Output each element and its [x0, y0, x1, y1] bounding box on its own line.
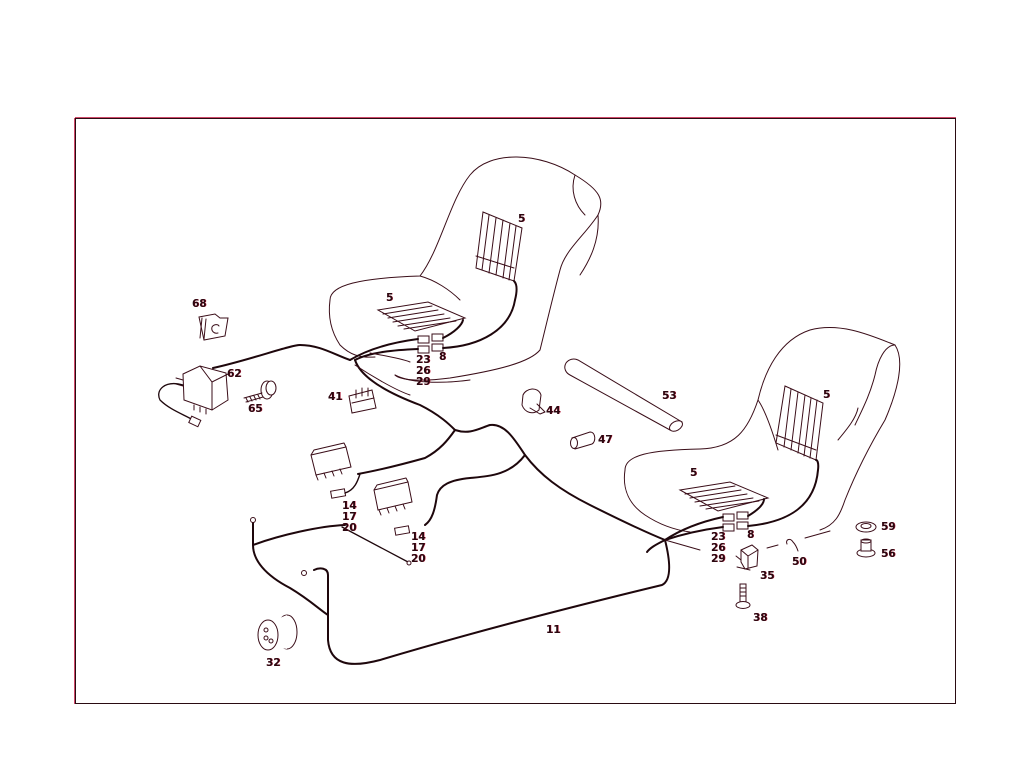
callout-stack-switch-2: 14 17 20	[411, 531, 426, 565]
part-35-bracket	[735, 544, 759, 571]
callout-5-cushion-right: 5	[690, 467, 698, 479]
diagram-frame	[75, 118, 956, 704]
part-47-sleeve	[570, 431, 596, 450]
callout-8-right: 8	[747, 529, 755, 541]
callout-65: 65	[248, 403, 263, 415]
callout-32: 32	[266, 657, 281, 669]
part-switch-2	[373, 477, 413, 536]
callout-38: 38	[753, 612, 768, 624]
callout-68: 68	[192, 298, 207, 310]
callout-44: 44	[546, 405, 561, 417]
part-switch-1	[310, 442, 361, 499]
part-59-washer	[855, 521, 877, 533]
callout-47: 47	[598, 434, 613, 446]
part-53-tube	[564, 358, 683, 432]
part-65-screw	[243, 380, 277, 403]
part-38-bolt	[735, 583, 751, 609]
callout-53: 53	[662, 390, 677, 402]
part-62-control-unit	[158, 365, 229, 428]
left-seat	[328, 156, 602, 383]
callout-stack-switch-1: 14 17 20	[342, 500, 357, 534]
callout-59: 59	[881, 521, 896, 533]
part-41-connector	[348, 387, 377, 414]
callout-5-backrest-right: 5	[823, 389, 831, 401]
callout-35: 35	[760, 570, 775, 582]
part-44-clip	[521, 388, 546, 415]
callout-5-cushion-left: 5	[386, 292, 394, 304]
callout-62: 62	[227, 368, 242, 380]
part-50-clip	[766, 530, 831, 552]
wiring-harness	[212, 344, 701, 665]
callout-11: 11	[546, 624, 561, 636]
callout-5-backrest-left: 5	[518, 213, 526, 225]
part-56-plug	[856, 538, 876, 558]
part-32-grommet	[257, 614, 298, 651]
callout-8-left: 8	[439, 351, 447, 363]
callout-stack-left-seat: 23 26 29	[416, 354, 431, 388]
callout-56: 56	[881, 548, 896, 560]
callout-stack-right-seat: 23 26 29	[711, 531, 726, 565]
callout-41: 41	[328, 391, 343, 403]
right-seat	[623, 327, 901, 541]
part-68-relay-clip	[198, 313, 229, 341]
callout-50: 50	[792, 556, 807, 568]
